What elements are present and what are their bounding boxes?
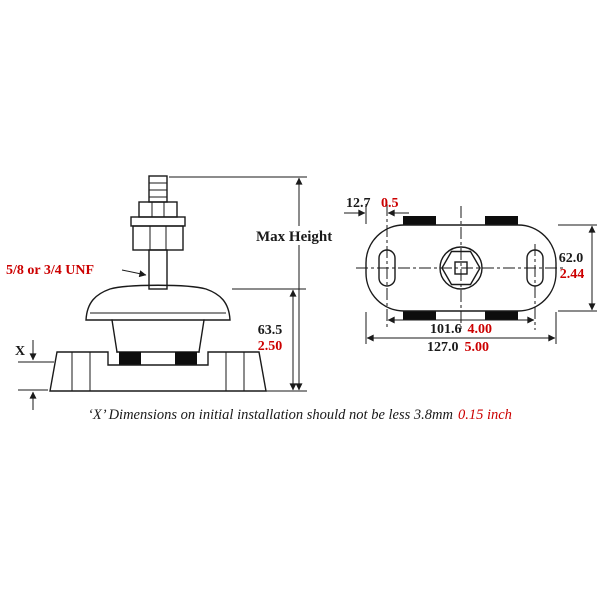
body-width-dimension: 62.0 2.44 — [558, 224, 597, 312]
base-plate — [49, 351, 267, 392]
body-width-in: 2.44 — [560, 267, 585, 282]
edge-to-slot-in: 0.5 — [381, 196, 399, 211]
jam-nut — [138, 201, 178, 218]
edge-to-slot-dimension: 12.7 0.5 — [344, 196, 409, 224]
installation-footnote: ‘X’ Dimensions on initial installation s… — [88, 407, 512, 423]
max-height-dimension: Max Height — [169, 176, 354, 392]
centre-lines — [356, 204, 566, 330]
label-mask — [252, 226, 354, 245]
top-pad — [403, 310, 436, 320]
rubber-pad-right — [175, 352, 197, 365]
thread-callout: 5/8 or 3/4 UNF — [6, 263, 147, 278]
rubber-pad-left — [119, 352, 141, 365]
dome-housing — [85, 284, 231, 321]
hex-nut — [130, 216, 186, 251]
top-pad — [485, 216, 518, 226]
body-height-mm: 63.5 — [258, 323, 283, 338]
top-pad — [485, 310, 518, 320]
x-gap-label: X — [15, 344, 25, 359]
max-height-label: Max Height — [256, 229, 332, 245]
rubber-body — [111, 319, 205, 353]
x-gap-dimension: X — [15, 340, 54, 410]
threaded-stud — [148, 175, 168, 203]
body-width-mm: 62.0 — [559, 251, 584, 266]
thread-size-label: 5/8 or 3/4 UNF — [6, 263, 94, 278]
body-height-in: 2.50 — [258, 339, 283, 354]
stud-shaft — [148, 249, 168, 290]
edge-to-slot-mm: 12.7 — [346, 196, 371, 211]
body-height-dimension: 63.5 2.50 — [232, 288, 306, 391]
side-view: X Max Height 63.5 2.50 5/8 or 3/4 UNF — [6, 175, 354, 410]
top-pad — [403, 216, 436, 226]
